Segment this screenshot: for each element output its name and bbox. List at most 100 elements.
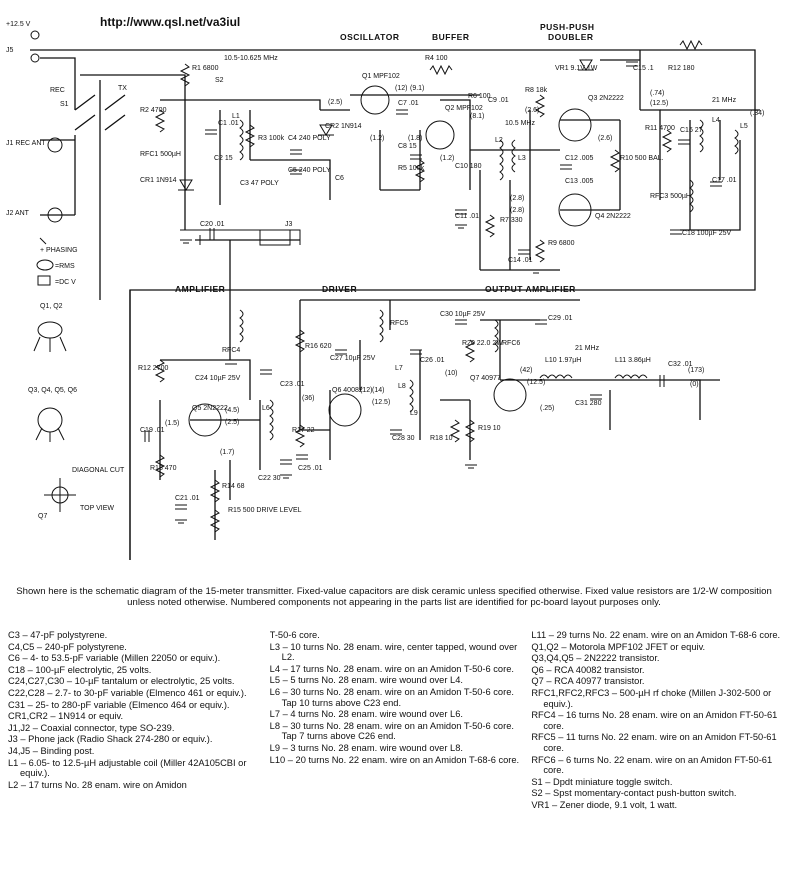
parts-list-item: Q7 – RCA 40977 transistor.: [531, 676, 645, 687]
parts-list-item: J4,J5 – Binding post.: [8, 745, 95, 756]
label-c8: C8 15: [398, 143, 417, 150]
measurement: (12.5): [527, 379, 545, 386]
measurement: (14): [372, 387, 384, 394]
measurement: (1.7): [220, 449, 234, 456]
header-url: http://www.qsl.net/va3iul: [100, 15, 240, 29]
legend-rms: =RMS: [55, 263, 75, 270]
label-c3: C3 47 POLY: [240, 180, 279, 187]
label-q4: Q4 2N2222: [595, 213, 631, 220]
parts-list-item: L2 – 17 turns No. 28 enam. wire on Amido…: [8, 779, 187, 790]
parts-list-item: S2 – Spst momentary-contact push-button …: [531, 788, 737, 799]
section-amplifier: AMPLIFIER: [175, 284, 225, 294]
parts-list-item: L5 – 5 turns No. 28 enam. wire wound ove…: [269, 675, 463, 686]
label-q1: Q1 MPF102: [362, 73, 400, 80]
label-r14: R14 68: [222, 483, 245, 490]
label-q5: Q5 2N2222: [192, 405, 228, 412]
measurement: (4.5): [225, 407, 239, 414]
parts-list-item: Q1,Q2 – Motorola MPF102 JFET or equiv.: [531, 641, 706, 652]
label-c7: C7 .01: [398, 100, 419, 107]
label-c4: C4 240 POLY: [288, 135, 331, 142]
label-rfc4: RFC4: [222, 347, 240, 354]
section-doubler-line2: DOUBLER: [548, 32, 594, 42]
measurement: (0): [690, 381, 699, 388]
measurement: (2.6): [598, 135, 612, 142]
parts-list-item: L10 – 20 turns No. 22 enam. wire on an A…: [269, 754, 520, 765]
schematic-diagram: http://www.qsl.net/va3iul OSCILLATOR BUF…: [6, 15, 764, 560]
parts-column-1: C3 – 47-pF polystyrene.C4,C5 – 240-pF po…: [8, 630, 260, 880]
measurement: (9.1): [410, 85, 424, 92]
measurement: (42): [520, 367, 532, 374]
measurement: (36): [302, 395, 314, 402]
label-r2: R2 4700: [140, 107, 167, 114]
label-r9: R9 6800: [548, 240, 575, 247]
label-plus12v: +12.5 V: [6, 21, 31, 28]
label-rfc5: RFC5: [390, 320, 408, 327]
section-driver: DRIVER: [322, 284, 357, 294]
label-c10: C10 180: [455, 163, 482, 170]
parts-list-item: L1 – 6.05- to 12.5-µH adjustable coil (M…: [8, 757, 247, 779]
label-rec: REC: [50, 87, 65, 94]
label-c32: C32 .01: [668, 361, 693, 368]
label-l4: L4: [712, 117, 720, 124]
label-c19: C19 .01: [140, 427, 165, 434]
figure-caption: Shown here is the schematic diagram of t…: [16, 586, 772, 608]
legend-q7: Q7: [38, 513, 47, 520]
label-l8: L8: [398, 383, 406, 390]
label-l10: L10 1.97µH: [545, 357, 581, 364]
label-rfc3: RFC3 500µH: [650, 193, 691, 200]
label-c5: C5 240 POLY: [288, 167, 331, 174]
label-r4: R4 100: [425, 55, 448, 62]
label-c22: C22 30: [258, 475, 281, 482]
label-j3: J3: [285, 221, 293, 228]
measurement: (173): [688, 367, 704, 374]
label-c29: C29 .01: [548, 315, 573, 322]
label-rfc1: RFC1 500µH: [140, 151, 181, 158]
label-rfc6: RFC6: [502, 340, 520, 347]
label-r5: R5 100k: [398, 165, 425, 172]
legend-symbols: [33, 237, 76, 512]
measurement: (1.5): [165, 420, 179, 427]
label-j5: J5: [6, 47, 14, 54]
label-mhz21b: 21 MHz: [575, 345, 600, 352]
parts-list-item: L6 – 30 turns No. 28 enam. wire on an Am…: [269, 686, 514, 708]
label-l5: L5: [740, 123, 748, 130]
parts-list-item: RFC1,RFC2,RFC3 – 500-µH rf choke (Millen…: [531, 687, 772, 709]
parts-list-item: RFC5 – 11 turns No. 22 enam. wire on an …: [531, 732, 777, 753]
section-oscillator: OSCILLATOR: [340, 32, 399, 42]
label-cr1: CR1 1N914: [140, 177, 177, 184]
measurement: (.25): [540, 405, 554, 412]
section-doubler-line1: PUSH-PUSH: [540, 22, 595, 32]
parts-list-item: C31 – 25- to 280-pF variable (Elmenco 46…: [8, 699, 230, 710]
measurement: (1.2): [370, 135, 384, 142]
measurement: (.34): [750, 110, 764, 117]
parts-list-item: L7 – 4 turns No. 28 enam. wire wound ove…: [269, 709, 463, 720]
measurement: (12): [360, 387, 372, 394]
label-c6: C6: [335, 175, 344, 182]
label-c12: C12 .005: [565, 155, 594, 162]
measurement: (12.5): [650, 100, 668, 107]
label-r11: R11 4700: [645, 125, 675, 132]
parts-list-item: C3 – 47-pF polystyrene.: [8, 630, 108, 640]
measurement: (1.2): [440, 155, 454, 162]
legend-phasing: + PHASING: [40, 247, 78, 254]
label-c20: C20 .01: [200, 221, 225, 228]
parts-list-item: L3 – 10 turns No. 28 enam. wire, center …: [269, 641, 518, 663]
label-r17: R17 22: [292, 427, 315, 434]
parts-list-item: J3 – Phone jack (Radio Shack 274-280 or …: [8, 734, 213, 745]
label-r10: R10 500 BAL.: [620, 155, 664, 162]
measurement: (2.5): [328, 99, 342, 106]
parts-column-3: L11 – 29 turns No. 22 enam. wire on an A…: [531, 630, 783, 880]
label-c30: C30 10µF 25V: [440, 311, 486, 318]
parts-list-item: L9 – 3 turns No. 28 enam. wire wound ove…: [269, 742, 463, 753]
label-l2: L2: [495, 137, 503, 144]
label-r15: R15 500 DRIVE LEVEL: [228, 507, 302, 514]
label-c28: C28 30: [392, 435, 415, 442]
parts-list-item: L4 – 17 turns No. 28 enam. wire on an Am…: [269, 663, 514, 674]
parts-list-item: C18 – 100-µF electrolytic, 25 volts.: [8, 664, 152, 675]
label-r20: R20 22.0 2W: [462, 340, 503, 347]
label-s2: S2: [215, 77, 224, 84]
parts-list-item: RFC4 – 16 turns No. 28 enam. wire on an …: [531, 710, 778, 731]
parts-list-item: VR1 – Zener diode, 9.1 volt, 1 watt.: [531, 799, 678, 810]
component-labels: +12.5 V J5 REC S1 TX J1 REC ANT J2 ANT R…: [6, 21, 748, 514]
label-l7: L7: [395, 365, 403, 372]
